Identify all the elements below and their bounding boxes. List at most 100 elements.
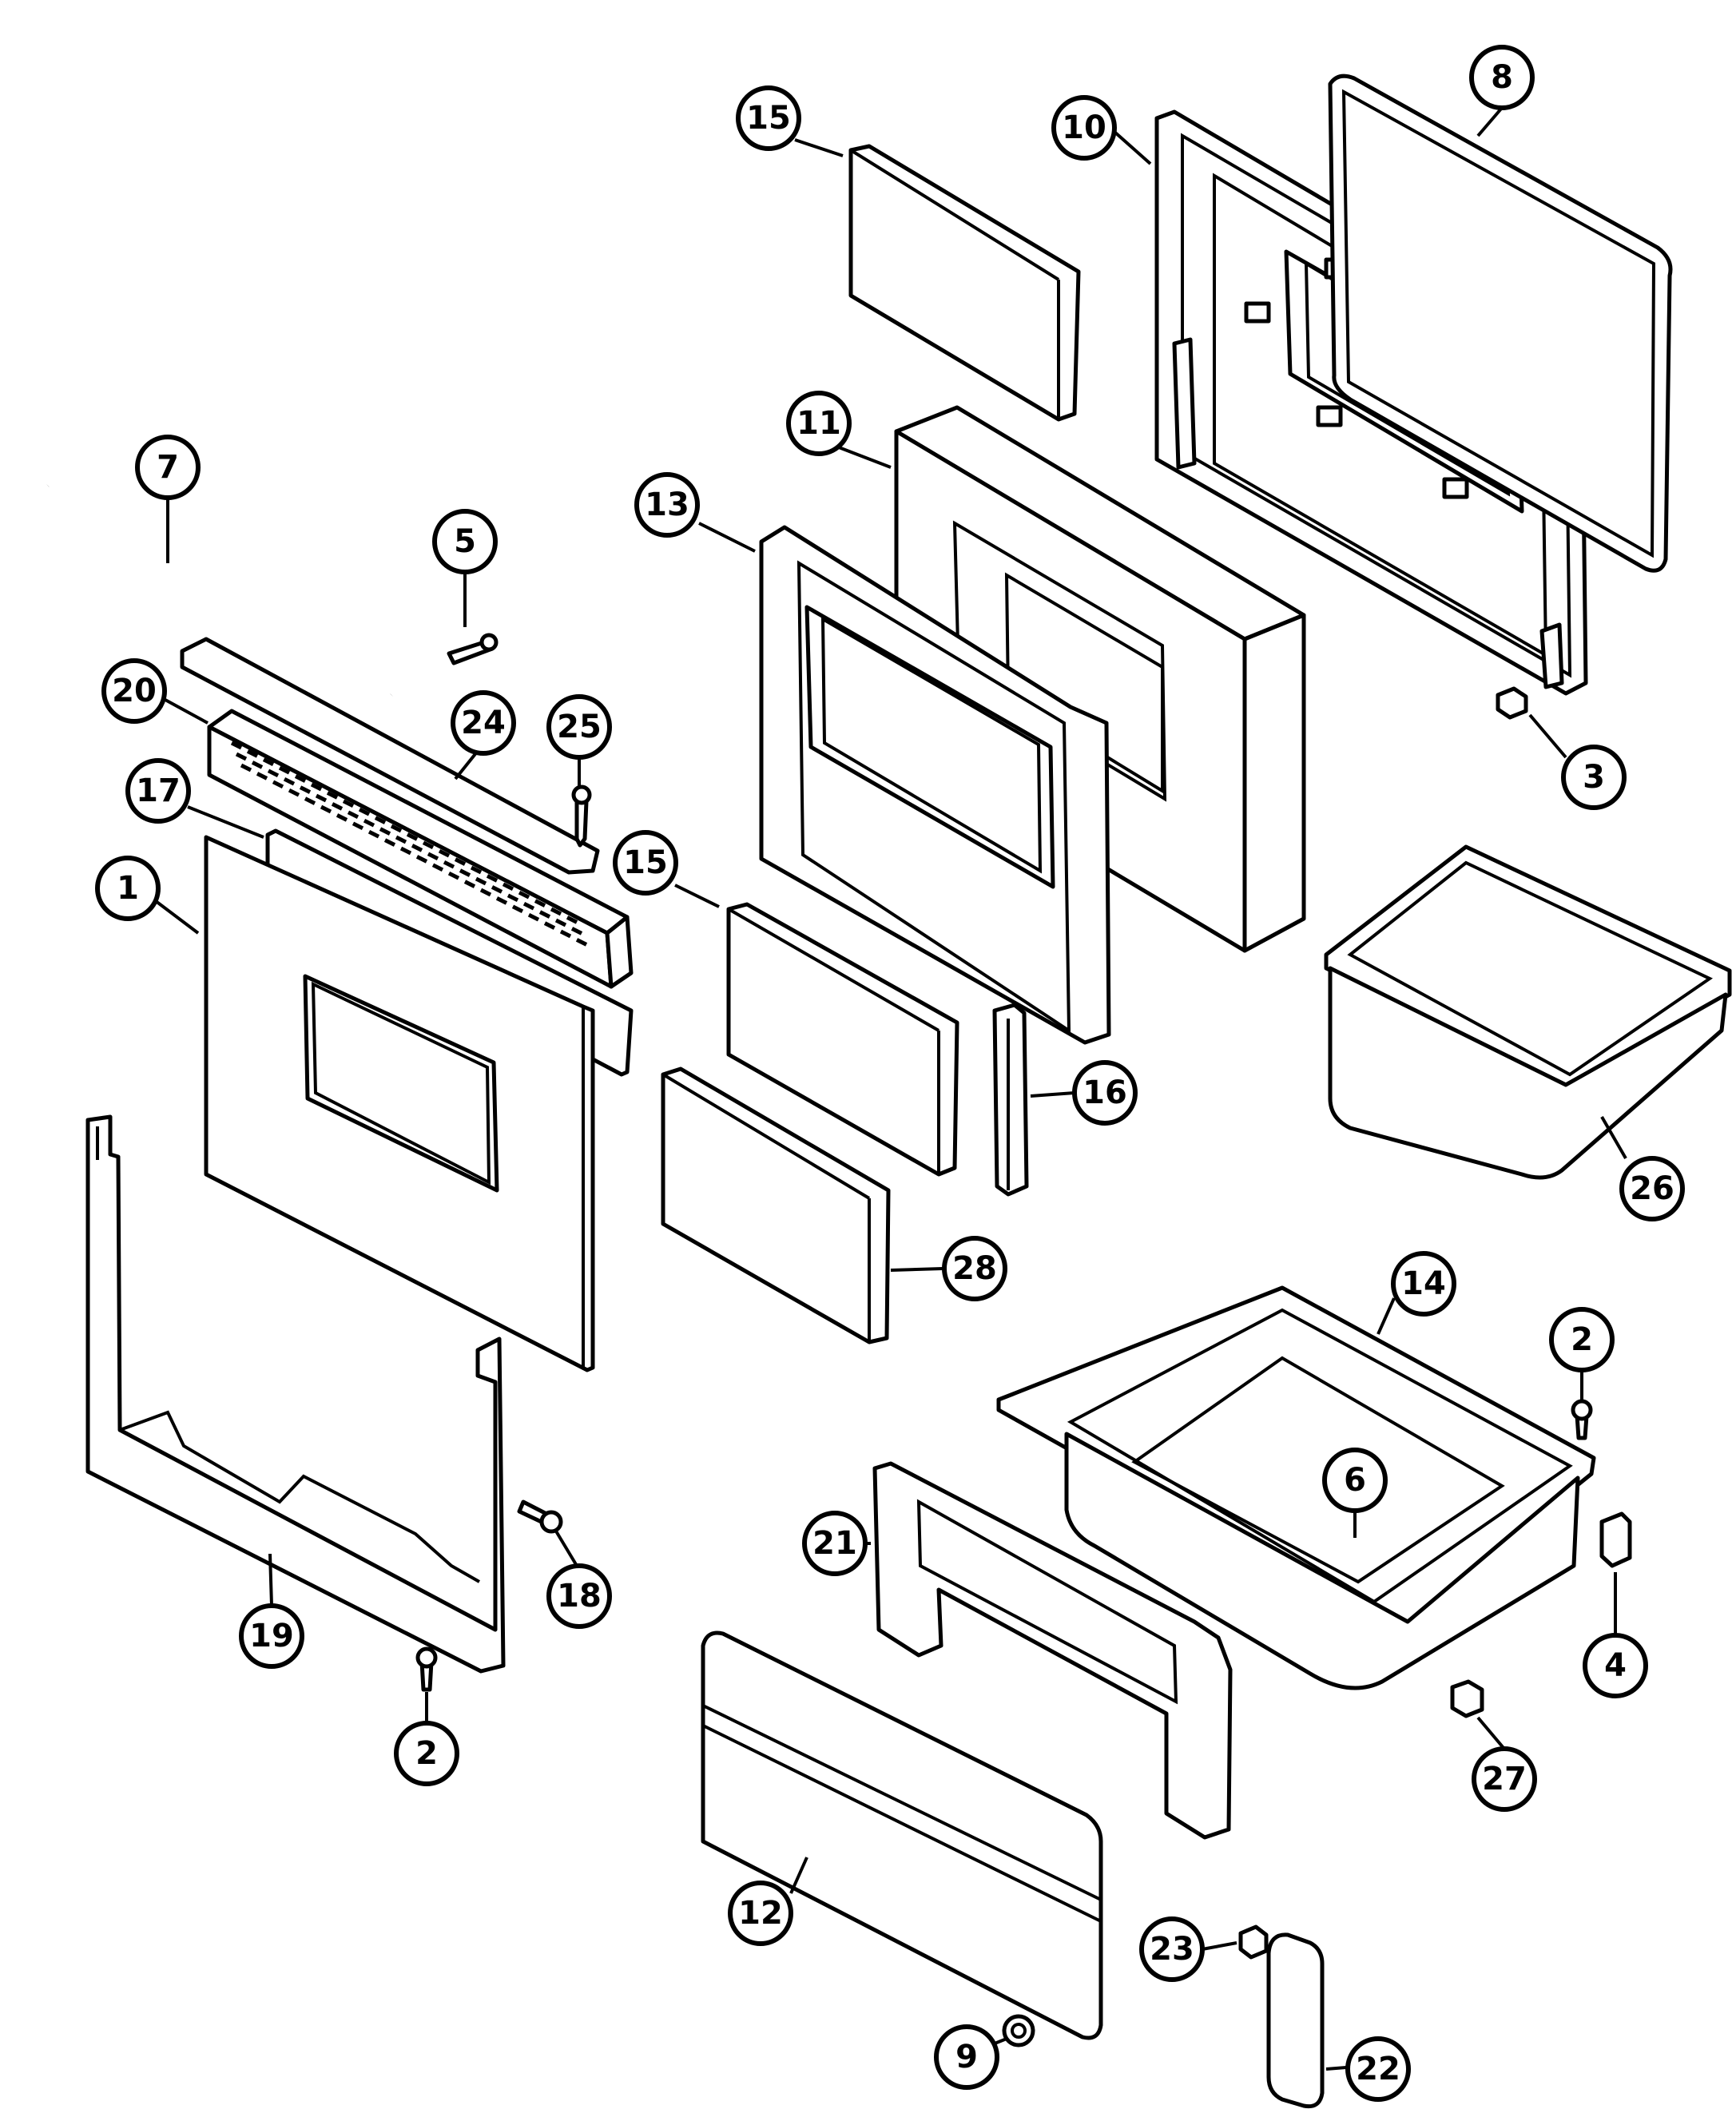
vent-slot [246, 749, 259, 758]
part-hinge-bracket [992, 1003, 1029, 1197]
vent-slot [272, 780, 284, 789]
svg-text:3: 3 [1583, 759, 1605, 796]
svg-text:9: 9 [955, 2039, 978, 2075]
callout-22: 22 [1345, 2036, 1411, 2102]
callout-5: 5 [432, 509, 498, 574]
part-drawer-liner [1324, 844, 1732, 1180]
callout-13: 13 [634, 472, 700, 538]
callout-27: 27 [1472, 1746, 1537, 1812]
vent-slot [358, 807, 371, 816]
vent-slot [495, 896, 508, 905]
callout-25: 25 [546, 694, 612, 760]
svg-text:5: 5 [454, 523, 476, 560]
vent-slot [235, 752, 248, 761]
svg-text:7: 7 [157, 449, 179, 486]
vent-slot [288, 788, 300, 797]
svg-text:20: 20 [112, 673, 157, 709]
callout-18: 18 [546, 1563, 612, 1629]
svg-text:27: 27 [1482, 1761, 1527, 1797]
vent-slot [336, 813, 348, 822]
part-insulation-box [894, 405, 1306, 953]
vent-slot [379, 827, 391, 836]
vent-slot [262, 757, 275, 767]
vent-slot [256, 772, 268, 780]
vent-slot [486, 874, 499, 883]
part-trim-strip [180, 637, 600, 875]
vent-slot [538, 910, 551, 919]
vent-slot [363, 818, 375, 828]
vent-slot [443, 860, 455, 869]
callout-10: 10 [1051, 95, 1117, 161]
callout-4: 4 [1583, 1633, 1648, 1698]
part-outer-door-panel [204, 835, 595, 1372]
vent-slot [554, 918, 567, 927]
callout-28: 28 [942, 1236, 1007, 1301]
vent-slot [527, 912, 540, 922]
svg-text:17: 17 [136, 773, 181, 809]
part-drawer-front [701, 1630, 1103, 2040]
part-foot [1002, 2014, 1035, 2047]
svg-text:24: 24 [461, 705, 506, 741]
screw-5 [447, 633, 499, 665]
svg-text:14: 14 [1401, 1265, 1446, 1302]
vent-slot [310, 782, 323, 792]
vent-slot [518, 890, 530, 900]
vent-slot [304, 796, 316, 805]
vent-slot [575, 938, 588, 947]
part-drawer-frame [872, 1461, 1233, 1840]
callout-14: 14 [1391, 1251, 1456, 1317]
callout-1: 1 [95, 856, 161, 921]
svg-text:19: 19 [249, 1618, 294, 1654]
vent-slot [390, 824, 403, 833]
svg-text:15: 15 [746, 100, 791, 137]
vent-slot [427, 852, 439, 861]
vent-slot [570, 927, 583, 935]
part-drawer-pan [996, 1285, 1596, 1690]
callout-2-left: 2 [394, 1721, 459, 1786]
part-clip-23 [1238, 1924, 1269, 1960]
callout-20: 20 [101, 658, 167, 724]
vent-slot [315, 793, 328, 803]
svg-text:18: 18 [557, 1578, 602, 1615]
vent-slot [283, 776, 296, 786]
svg-text:16: 16 [1083, 1074, 1127, 1111]
svg-text:1: 1 [117, 870, 139, 907]
part-clip-3 [1496, 686, 1528, 720]
vent-slot [230, 741, 243, 750]
svg-text:22: 22 [1356, 2051, 1400, 2087]
part-clip-27 [1450, 1679, 1484, 1718]
svg-text:15: 15 [623, 844, 668, 881]
part-glass-panel-28 [661, 1066, 891, 1344]
vent-slot [352, 821, 364, 831]
svg-text:25: 25 [557, 709, 602, 745]
vent-slot [454, 857, 467, 866]
callout-15-top: 15 [736, 85, 801, 151]
vent-slot [395, 835, 407, 844]
vent-slot [511, 904, 524, 914]
vent-slot [294, 774, 307, 783]
vent-slot [406, 832, 419, 841]
vent-slot [502, 882, 514, 892]
vent-slot [331, 802, 344, 811]
callout-11: 11 [786, 391, 852, 456]
vent-slot [463, 880, 476, 888]
vent-slot [251, 761, 264, 769]
callout-19: 19 [239, 1603, 304, 1669]
svg-text:23: 23 [1150, 1931, 1194, 1968]
vent-slot [411, 844, 423, 852]
vent-slot [320, 804, 332, 814]
part-door-frame [85, 1114, 506, 1674]
screw-2-right [1571, 1399, 1593, 1440]
svg-text:6: 6 [1344, 1462, 1366, 1499]
screw-25 [571, 784, 592, 848]
part-side-trim [1266, 1932, 1325, 2109]
screw-18 [517, 1499, 563, 1534]
part-inner-door-frame [759, 525, 1111, 1045]
vent-slot [438, 848, 451, 858]
svg-text:10: 10 [1062, 109, 1106, 146]
vent-slot [459, 868, 471, 877]
vent-slot [543, 921, 556, 930]
callout-21: 21 [802, 1511, 868, 1576]
